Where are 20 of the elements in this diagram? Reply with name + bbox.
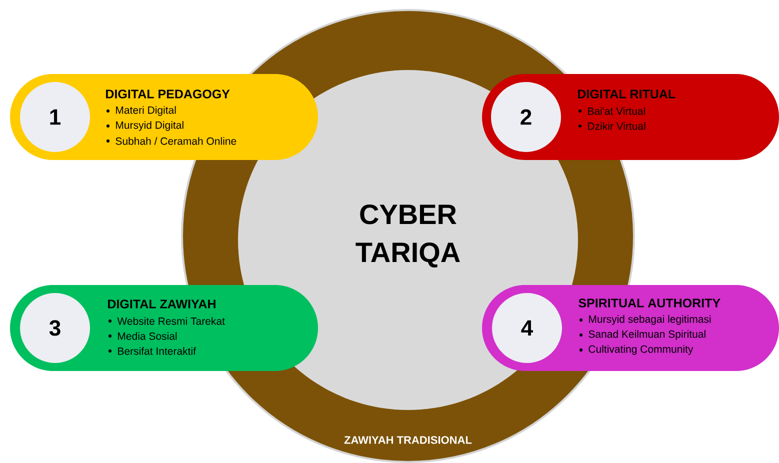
- bullet-item: Website Resmi Tarekat: [108, 317, 225, 325]
- bullet-item: Bai'at Virtual: [578, 107, 645, 115]
- bullet-item: Cultivating Community: [579, 345, 694, 355]
- bullet-item: Mursyid Digital: [106, 121, 184, 131]
- bullet-item: Bersifat Interaktif: [108, 347, 196, 355]
- bullet-item: Media Sosial: [108, 332, 177, 340]
- bullet-item: Mursyid sebagai legitimasi: [579, 315, 711, 325]
- number-badge: 1: [20, 82, 90, 152]
- number-badge: 2: [491, 82, 561, 152]
- number-badge: 3: [20, 293, 90, 363]
- card-heading: DIGITAL PEDAGOGY: [106, 90, 230, 98]
- number-badge: 4: [492, 293, 562, 363]
- card-heading: DIGITAL ZAWIYAH: [108, 300, 216, 308]
- bullet-item: Subhah / Ceramah Online: [106, 137, 236, 145]
- ring-label: ZAWIYAH TRADISIONAL: [344, 436, 472, 444]
- card-heading: SPIRITUAL AUTHORITY: [578, 298, 720, 308]
- card-heading: DIGITAL RITUAL: [578, 90, 676, 98]
- bullet-item: Materi Digital: [106, 106, 176, 116]
- bullet-item: Dzikir Virtual: [578, 122, 646, 130]
- bullet-item: Sanad Keilmuan Spiritual: [579, 330, 706, 340]
